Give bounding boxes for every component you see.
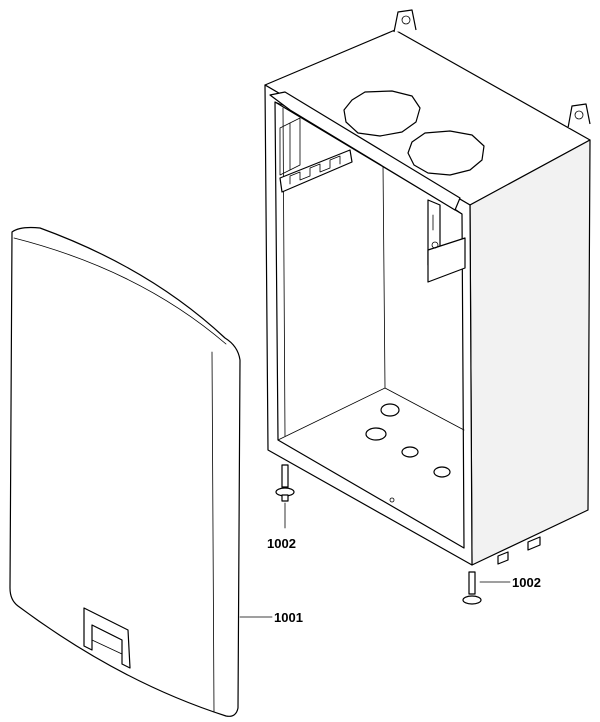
top-knockout-small: [407, 130, 485, 176]
screw-left: [275, 464, 295, 529]
bracket-hole: [431, 241, 439, 249]
din-rail: [279, 149, 353, 193]
floor-knockout-2: [365, 427, 387, 441]
callout-screw-left: 1002: [267, 536, 296, 551]
screw-left-base: [281, 494, 289, 502]
inner-left-edge: [282, 107, 286, 437]
floor-knockout-1: [380, 403, 400, 417]
box-right-side: [469, 139, 591, 566]
upper-bracket: [279, 117, 301, 176]
cutout-ledge: [91, 639, 123, 655]
cover-cutout: [83, 607, 131, 669]
enclosure-box: [264, 9, 591, 566]
right-bracket-plate: [427, 237, 466, 283]
screw-right-shank: [468, 571, 476, 595]
cover-body: [9, 226, 241, 717]
screw-left-shank: [281, 464, 289, 488]
inner-floor-edge: [277, 387, 465, 441]
cover-side-edge: [211, 351, 215, 713]
mounting-tab-hole: [401, 15, 411, 25]
mounting-tab-right-hole: [574, 110, 584, 120]
box-foot-1: [497, 551, 509, 565]
box-foot-2: [527, 536, 541, 551]
callout-cover: 1001: [274, 610, 303, 625]
mounting-tab-right: [567, 103, 591, 129]
inner-back-edge: [382, 164, 386, 389]
screw-right-head: [462, 595, 482, 605]
floor-knockout-4: [433, 466, 451, 478]
top-knockout-large: [343, 90, 421, 137]
callout-screw-right: 1002: [512, 575, 541, 590]
mounting-tab-top: [393, 9, 417, 33]
top-rail: [269, 91, 461, 211]
din-rail-teeth: [289, 155, 341, 185]
screw-right: [462, 571, 511, 605]
floor-hole: [389, 497, 395, 503]
floor-knockout-3: [401, 446, 419, 458]
cover-top-curve: [13, 237, 227, 345]
front-cover: [9, 226, 241, 717]
